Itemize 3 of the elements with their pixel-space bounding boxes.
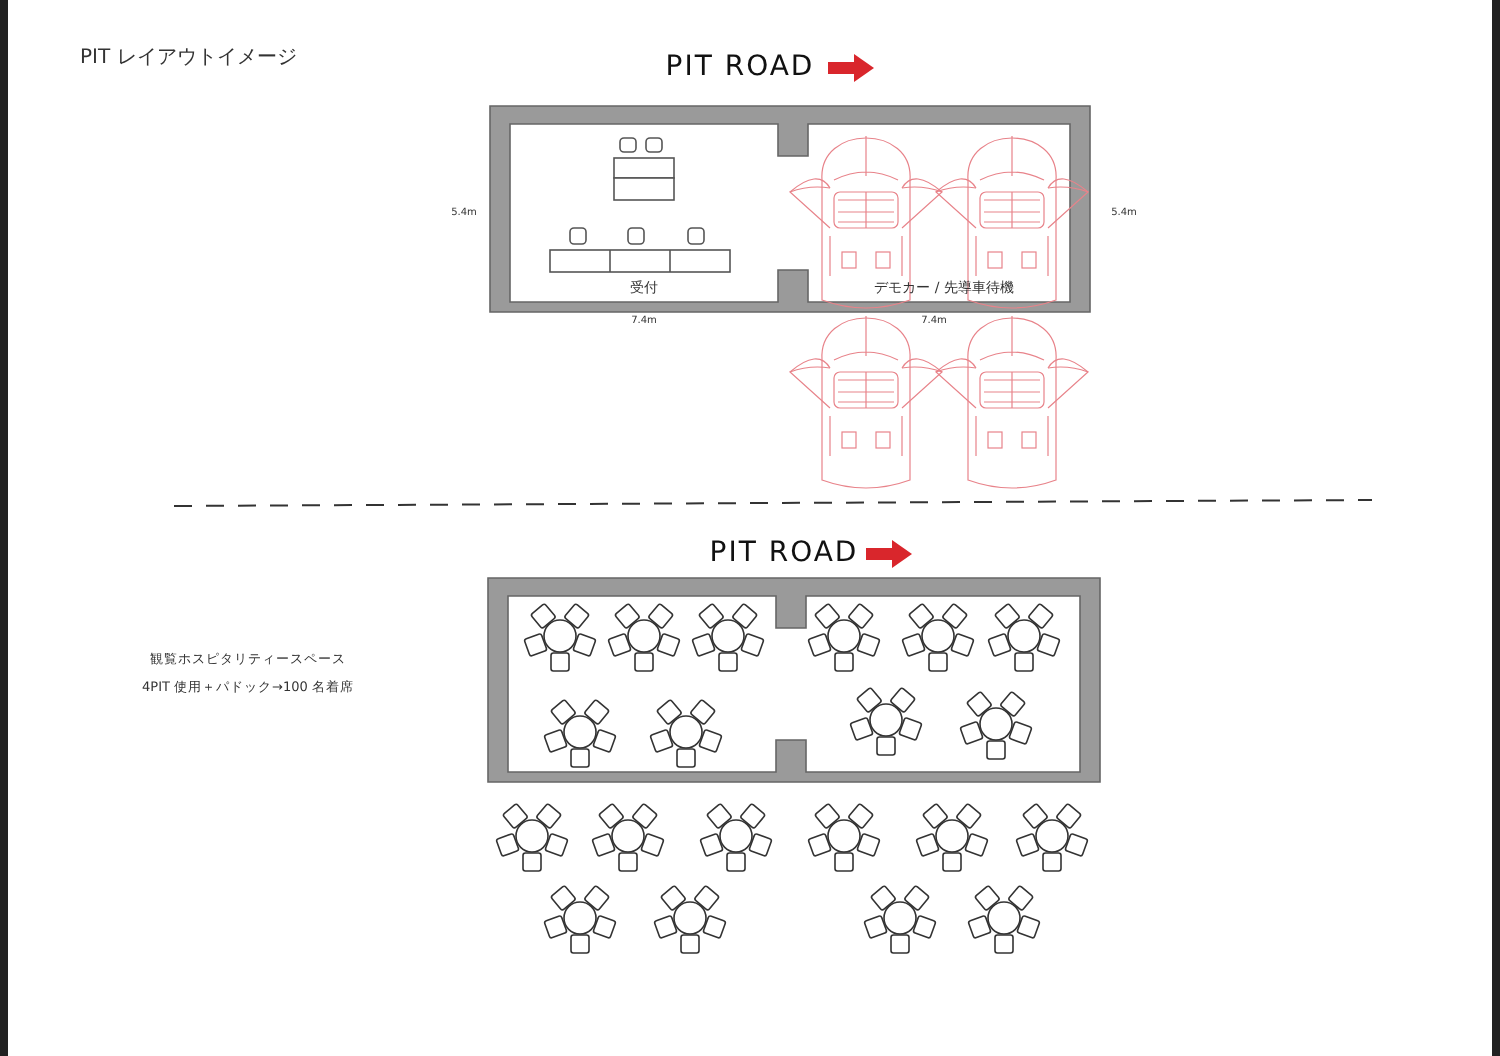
road-label: PIT ROAD [709,538,859,570]
page-title: PIT レイアウトイメージ [80,47,297,69]
road-label: PIT ROAD [665,52,815,84]
